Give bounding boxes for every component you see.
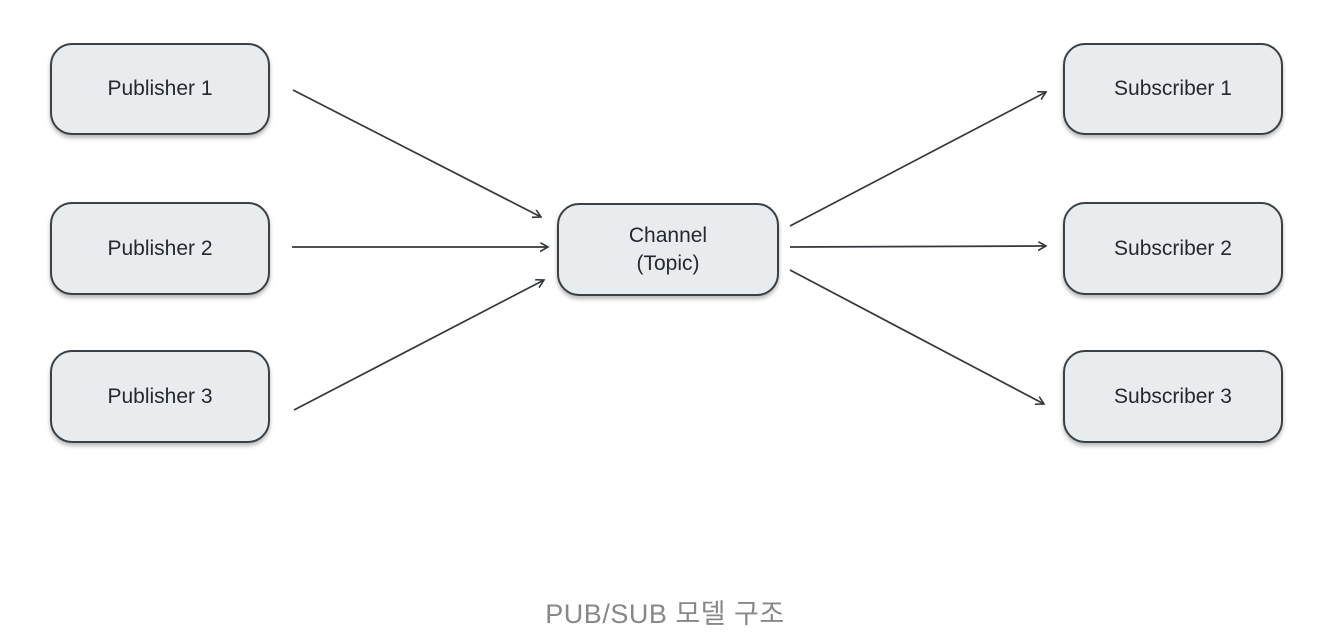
node-channel-sublabel: (Topic) <box>636 251 700 275</box>
node-publisher-2: Publisher 2 <box>50 202 270 295</box>
node-channel-label: Channel <box>628 224 708 248</box>
node-publisher-2-label: Publisher 2 <box>107 236 213 260</box>
node-subscriber-2-label: Subscriber 2 <box>1114 236 1232 260</box>
node-subscriber-1-label: Subscriber 1 <box>1114 77 1232 101</box>
node-subscriber-1: Subscriber 1 <box>1063 43 1283 135</box>
arrow-channel-to-subscriber1 <box>789 92 1046 227</box>
node-subscriber-3: Subscriber 3 <box>1063 350 1283 443</box>
arrow-publisher3-to-channel <box>293 280 544 411</box>
node-subscriber-3-label: Subscriber 3 <box>1114 384 1232 408</box>
arrow-channel-to-subscriber2 <box>789 246 1046 247</box>
node-publisher-3-label: Publisher 3 <box>107 384 213 408</box>
arrow-channel-to-subscriber3 <box>789 269 1044 404</box>
node-publisher-1: Publisher 1 <box>50 43 270 135</box>
node-publisher-1-label: Publisher 1 <box>107 77 213 101</box>
arrow-publisher1-to-channel <box>292 89 541 217</box>
diagram-caption: PUB/SUB 모델 구조 <box>545 599 785 629</box>
node-publisher-3: Publisher 3 <box>50 350 270 443</box>
node-subscriber-2: Subscriber 2 <box>1063 202 1283 295</box>
node-channel-topic: Channel (Topic) <box>557 203 779 296</box>
